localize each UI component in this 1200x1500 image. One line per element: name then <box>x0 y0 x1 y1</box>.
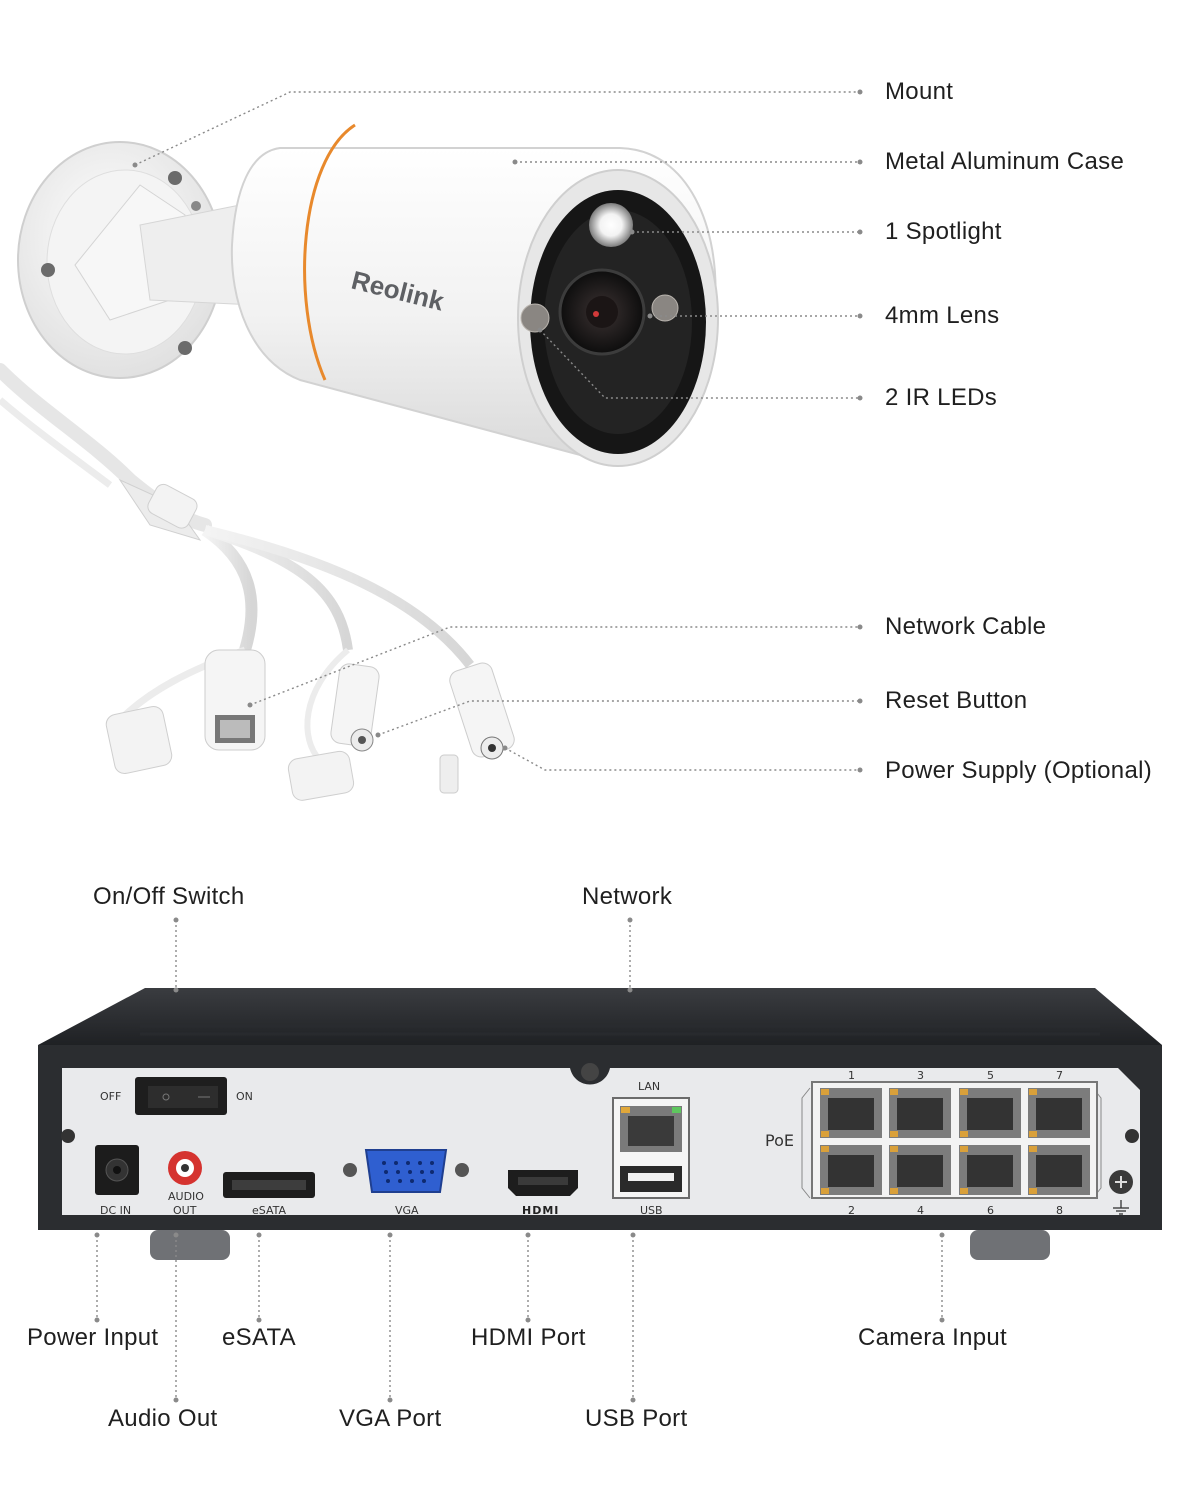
reset-connector <box>330 663 380 747</box>
wall-mount <box>17 141 256 379</box>
nvr-top <box>38 988 1162 1045</box>
label-network-cable: Network Cable <box>885 613 1047 640</box>
camera-front <box>517 169 719 467</box>
ir-led-icon <box>520 303 550 333</box>
svg-text:LAN: LAN <box>638 1080 660 1093</box>
label-network: Network <box>582 883 673 910</box>
poe-jacks <box>820 1088 1090 1195</box>
screw-icon <box>168 171 182 185</box>
label-power-supply: Power Supply (Optional) <box>885 757 1153 784</box>
svg-text:DC IN: DC IN <box>100 1204 131 1217</box>
label-ir-leds: 2 IR LEDs <box>885 384 998 411</box>
svg-text:HDMI: HDMI <box>522 1204 559 1217</box>
nvr-foot <box>970 1230 1050 1260</box>
camera-leader-lines <box>132 89 863 773</box>
svg-text:OFF: OFF <box>100 1090 121 1103</box>
svg-text:OUT: OUT <box>173 1204 197 1217</box>
vga-port <box>364 1149 448 1193</box>
label-on-off-switch: On/Off Switch <box>93 883 245 910</box>
svg-text:eSATA: eSATA <box>252 1204 286 1217</box>
poe-jack <box>1028 1088 1090 1138</box>
label-case: Metal Aluminum Case <box>885 148 1125 175</box>
nvr: OFF ON DC IN AUDIO OUT eSATA VGA <box>38 917 1162 1403</box>
poe-jack <box>820 1145 882 1195</box>
nvr-foot <box>150 1230 230 1260</box>
svg-text:8: 8 <box>1056 1204 1063 1217</box>
nvr-leader-lines <box>94 917 945 1403</box>
label-mount: Mount <box>885 78 954 105</box>
svg-text:6: 6 <box>987 1204 994 1217</box>
accent-ring <box>303 123 356 381</box>
label-camera-input: Camera Input <box>858 1324 1008 1351</box>
label-spotlight: 1 Spotlight <box>885 218 1002 245</box>
svg-text:PoE: PoE <box>765 1131 794 1150</box>
svg-text:3: 3 <box>917 1069 924 1082</box>
svg-text:USB: USB <box>640 1204 663 1217</box>
poe-jack <box>1028 1145 1090 1195</box>
label-audio-out: Audio Out <box>108 1405 218 1432</box>
svg-text:ON: ON <box>236 1090 253 1103</box>
poe-jack <box>889 1088 951 1138</box>
screw-icon <box>191 201 201 211</box>
label-vga-port: VGA Port <box>339 1405 442 1432</box>
label-usb-port: USB Port <box>585 1405 688 1432</box>
label-esata: eSATA <box>222 1324 296 1351</box>
cable-harness <box>105 478 515 801</box>
svg-text:2: 2 <box>848 1204 855 1217</box>
svg-text:1: 1 <box>848 1069 855 1082</box>
poe-jack <box>959 1088 1021 1138</box>
screw-icon <box>41 263 55 277</box>
svg-text:4: 4 <box>917 1204 924 1217</box>
label-reset-button: Reset Button <box>885 687 1028 714</box>
label-power-input: Power Input <box>27 1324 159 1351</box>
svg-text:AUDIO: AUDIO <box>168 1190 204 1203</box>
ir-led-icon <box>651 294 679 322</box>
poe-jack <box>889 1145 951 1195</box>
screw-icon <box>178 341 192 355</box>
ground-symbol-icon <box>1113 1200 1129 1215</box>
svg-text:7: 7 <box>1056 1069 1063 1082</box>
camera: Reolink <box>0 89 863 801</box>
spotlight-icon <box>589 203 633 247</box>
label-lens: 4mm Lens <box>885 302 1000 329</box>
svg-text:5: 5 <box>987 1069 994 1082</box>
poe-jack <box>959 1145 1021 1195</box>
svg-text:VGA: VGA <box>395 1204 419 1217</box>
poe-jack <box>820 1088 882 1138</box>
label-hdmi-port: HDMI Port <box>471 1324 586 1351</box>
